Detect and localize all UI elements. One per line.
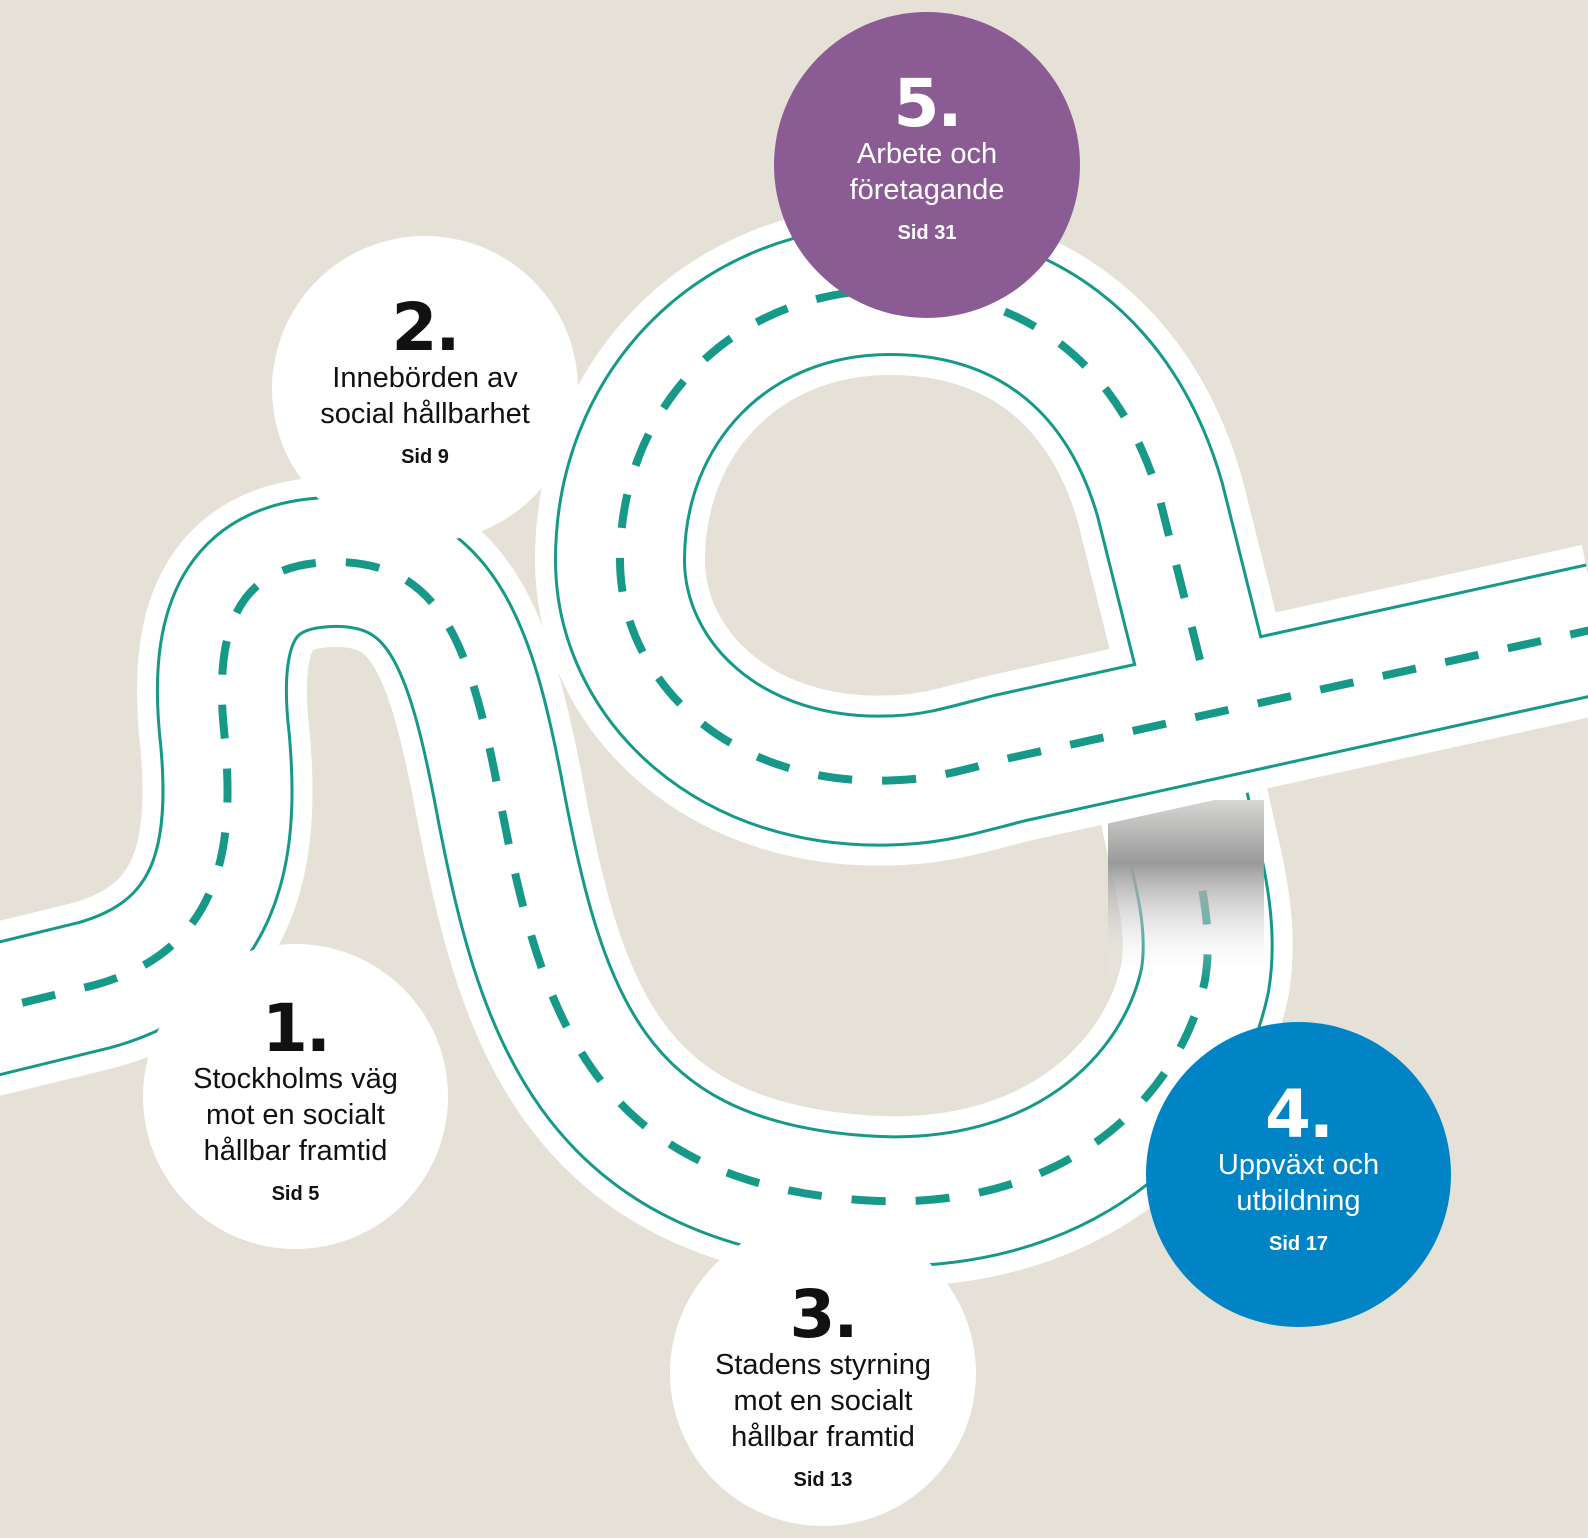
- station-1[interactable]: 1. Stockholms väg mot en socialt hållbar…: [143, 944, 448, 1249]
- station-number: 2.: [391, 288, 461, 366]
- station-title: Uppväxt och utbildning: [1217, 1149, 1380, 1217]
- lower-road: [0, 477, 1293, 1287]
- bridge-shadow: [1108, 800, 1264, 980]
- station-number: 3.: [789, 1275, 859, 1353]
- station-page: Sid 17: [1269, 1233, 1328, 1255]
- station-page: Sid 31: [897, 221, 957, 244]
- station-title: Stadens styrning mot en socialt hållbar …: [714, 1348, 931, 1453]
- station-number: 1.: [262, 990, 331, 1067]
- station-3[interactable]: 3. Stadens styrning mot en socialt hållb…: [670, 1220, 976, 1526]
- station-4[interactable]: 4. Uppväxt och utbildning Sid 17: [1146, 1022, 1451, 1327]
- station-number: 5.: [893, 64, 963, 142]
- station-page: Sid 9: [401, 445, 449, 468]
- station-page: Sid 13: [793, 1468, 853, 1491]
- station-title: Innebörden av social hållbarhet: [320, 361, 530, 430]
- station-page: Sid 5: [271, 1183, 320, 1205]
- upper-road: [535, 205, 1588, 866]
- station-5[interactable]: 5. Arbete och företagande Sid 31: [774, 12, 1080, 318]
- station-number: 4.: [1265, 1076, 1334, 1153]
- station-title: Stockholms väg mot en socialt hållbar fr…: [193, 1063, 398, 1167]
- upper-road-centerline: [616, 286, 1588, 785]
- station-2[interactable]: 2. Innebörden av social hållbarhet Sid 9: [272, 236, 578, 542]
- station-title: Arbete och företagande: [849, 137, 1005, 206]
